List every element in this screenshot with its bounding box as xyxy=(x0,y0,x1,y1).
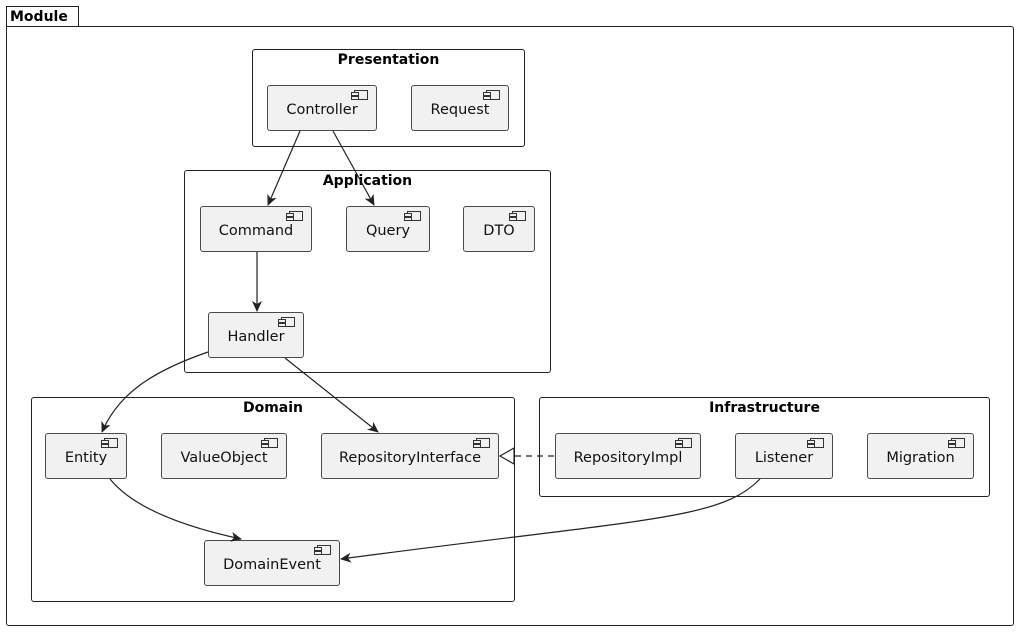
component-repository-impl-label: RepositoryImpl xyxy=(573,450,683,466)
component-handler-label: Handler xyxy=(227,329,285,345)
component-controller[interactable]: Controller xyxy=(267,85,377,131)
edge-controller-query xyxy=(332,130,375,206)
component-migration-label: Migration xyxy=(886,450,955,466)
edge-listener-domain-event xyxy=(340,478,761,563)
module-package xyxy=(6,26,1014,626)
component-request[interactable]: Request xyxy=(411,85,509,131)
component-domain-event-label: DomainEvent xyxy=(223,557,321,573)
component-icon xyxy=(101,438,118,448)
component-query[interactable]: Query xyxy=(346,206,430,252)
component-icon xyxy=(948,438,965,448)
package-application-title: Application xyxy=(322,173,413,189)
component-domain-event[interactable]: DomainEvent xyxy=(204,540,340,586)
component-dto[interactable]: DTO xyxy=(463,206,535,252)
component-repository-interface-label: RepositoryInterface xyxy=(338,450,482,466)
component-icon xyxy=(261,438,278,448)
component-icon xyxy=(473,438,490,448)
component-icon xyxy=(351,90,368,100)
component-entity-label: Entity xyxy=(64,450,108,466)
component-controller-label: Controller xyxy=(286,102,358,118)
component-command-label: Command xyxy=(218,223,294,239)
realization-arrowhead xyxy=(498,446,515,466)
component-icon xyxy=(509,211,526,221)
component-icon xyxy=(404,211,421,221)
component-icon xyxy=(483,90,500,100)
component-entity[interactable]: Entity xyxy=(45,433,127,479)
component-dto-label: DTO xyxy=(483,223,515,239)
component-request-label: Request xyxy=(430,102,490,118)
module-package-label: Module xyxy=(6,6,79,27)
component-handler[interactable]: Handler xyxy=(208,312,304,358)
edge-handler-entity xyxy=(101,351,209,433)
package-domain-title: Domain xyxy=(242,400,304,416)
component-icon xyxy=(675,438,692,448)
package-infrastructure-title: Infrastructure xyxy=(709,400,820,416)
component-icon xyxy=(807,438,824,448)
edge-controller-command xyxy=(267,130,301,206)
edge-entity-domain-event xyxy=(109,478,242,542)
component-value-object-label: ValueObject xyxy=(180,450,268,466)
package-presentation-title: Presentation xyxy=(337,52,440,68)
edge-handler-repository-interface xyxy=(284,357,379,433)
component-value-object[interactable]: ValueObject xyxy=(161,433,287,479)
component-migration[interactable]: Migration xyxy=(867,433,974,479)
component-query-label: Query xyxy=(365,223,411,239)
component-repository-impl[interactable]: RepositoryImpl xyxy=(555,433,701,479)
component-repository-interface[interactable]: RepositoryInterface xyxy=(321,433,499,479)
component-icon xyxy=(286,211,303,221)
component-listener[interactable]: Listener xyxy=(735,433,833,479)
component-icon xyxy=(278,317,295,327)
component-listener-label: Listener xyxy=(754,450,814,466)
component-icon xyxy=(314,545,331,555)
component-command[interactable]: Command xyxy=(200,206,312,252)
